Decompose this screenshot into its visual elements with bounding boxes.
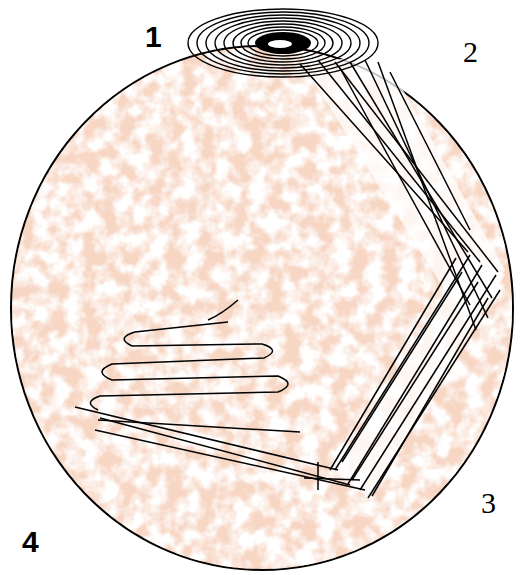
region-number: 3 xyxy=(481,488,496,518)
streak-lines-4 xyxy=(75,300,365,490)
spiral-streak xyxy=(188,9,378,77)
streak-lines-3 xyxy=(330,255,500,498)
streak-band xyxy=(335,250,505,500)
inoculum-highlight xyxy=(268,40,292,48)
region-number: 1 xyxy=(145,22,162,52)
dense-inoculum xyxy=(255,32,311,54)
streak-lines-2 xyxy=(300,60,498,330)
agar-texture xyxy=(12,47,512,569)
petri-dish xyxy=(11,46,513,570)
region-number: 4 xyxy=(22,527,39,557)
region-number: 2 xyxy=(463,37,478,67)
